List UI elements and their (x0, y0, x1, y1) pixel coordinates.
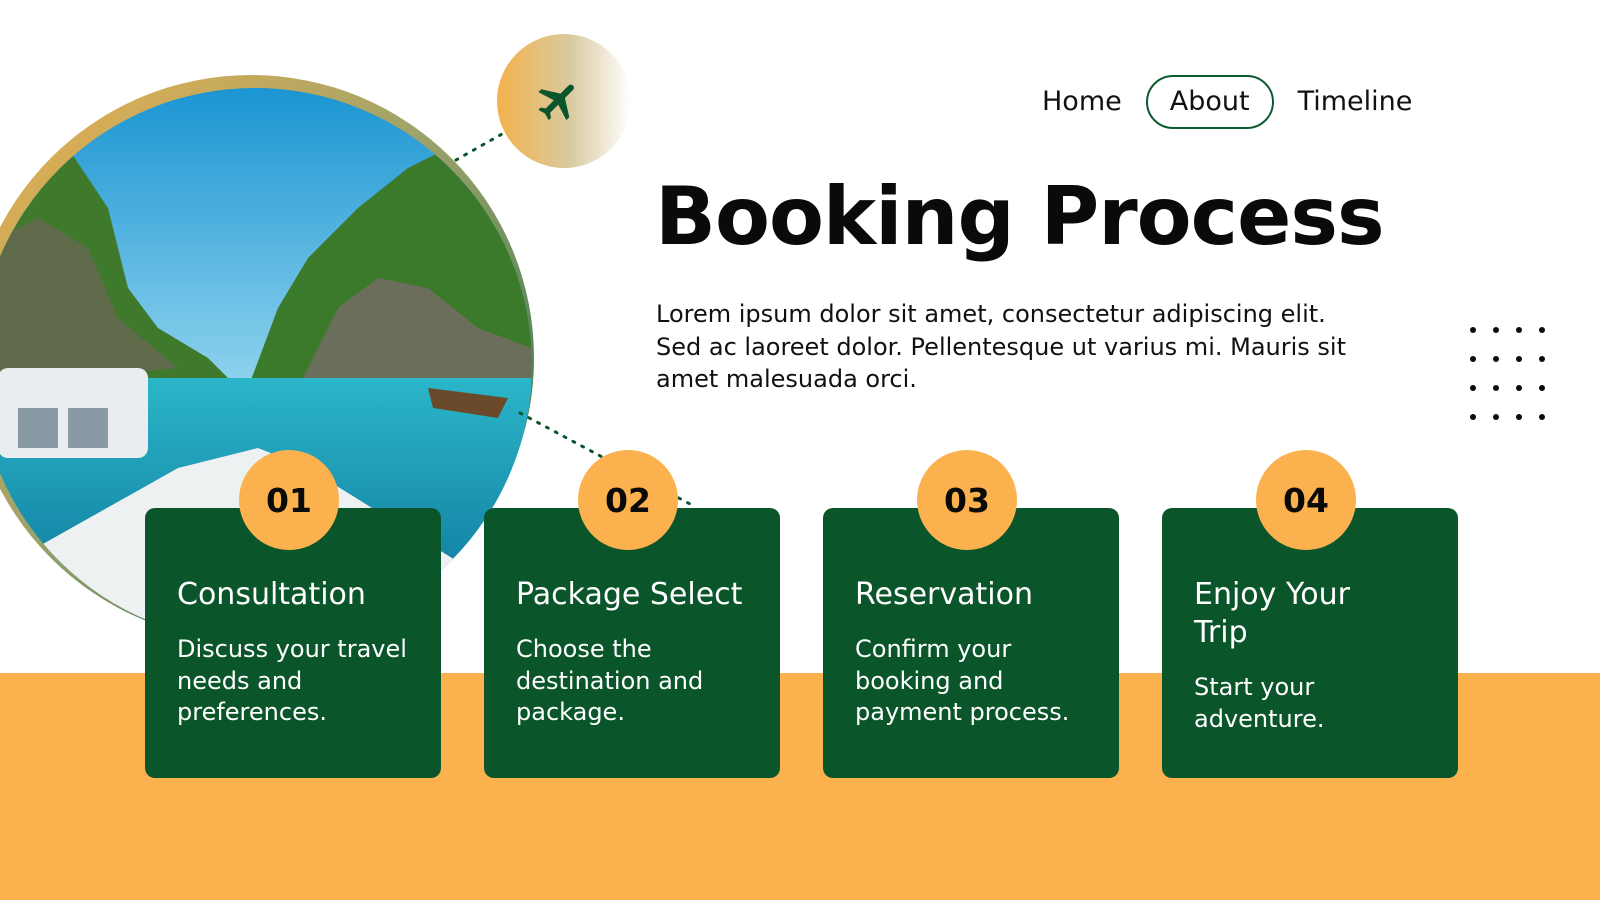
step-description: Discuss your travel needs and preference… (177, 635, 407, 726)
airplane-icon (538, 84, 574, 121)
step-number-badge: 03 (917, 450, 1017, 550)
step-card-consultation: Consultation Discuss your travel needs a… (145, 508, 441, 778)
top-navigation: Home About Timeline (1040, 75, 1436, 129)
nav-home[interactable]: Home (1042, 86, 1122, 117)
step-title: Reservation (855, 577, 1033, 612)
step-number-badge: 02 (578, 450, 678, 550)
step-description: Start your adventure. (1194, 673, 1325, 733)
nav-about[interactable]: About (1145, 75, 1274, 129)
step-card-enjoy-your-trip: Enjoy Your Trip Start your adventure. (1162, 508, 1458, 778)
step-card-package-select: Package Select Choose the destination an… (484, 508, 780, 778)
step-card-reservation: Reservation Confirm your booking and pay… (823, 508, 1119, 778)
step-description: Choose the destination and package. (516, 635, 704, 726)
step-number-badge: 01 (239, 450, 339, 550)
intro-text: Lorem ipsum dolor sit amet, consectetur … (656, 300, 1346, 393)
step-title: Package Select (516, 577, 743, 612)
dot-grid-decoration (1470, 327, 1545, 420)
step-title: Enjoy Your Trip (1194, 577, 1350, 650)
step-title: Consultation (177, 577, 366, 612)
step-number-badge: 04 (1256, 450, 1356, 550)
step-description: Confirm your booking and payment process… (855, 635, 1070, 726)
nav-timeline[interactable]: Timeline (1297, 86, 1413, 117)
page-title: Booking Process (655, 170, 1385, 263)
